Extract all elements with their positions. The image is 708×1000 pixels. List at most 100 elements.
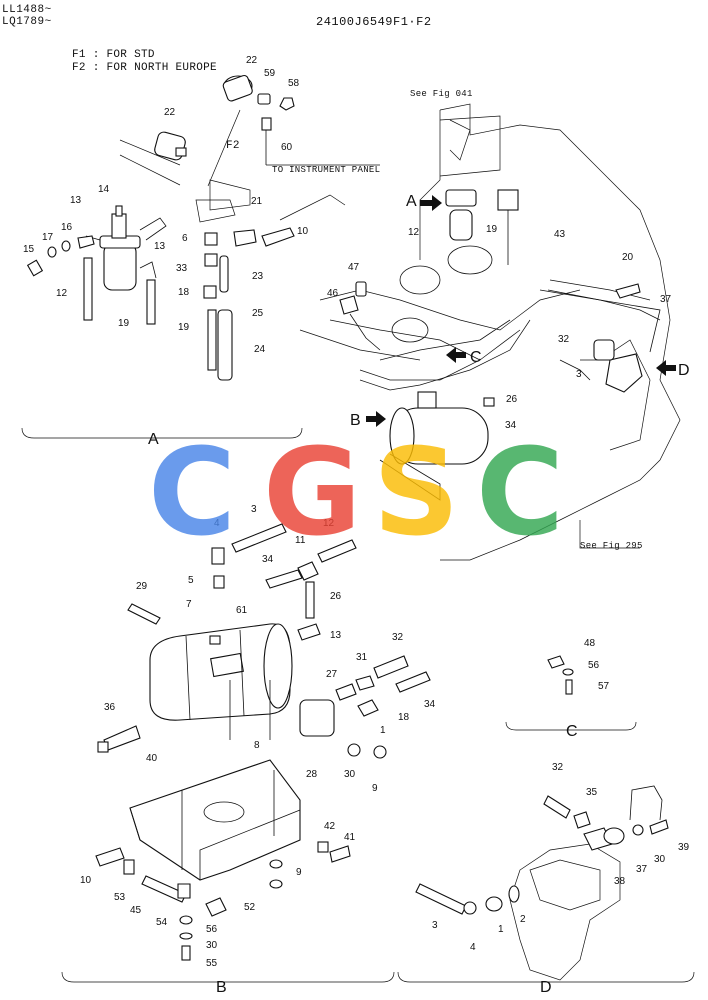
- callout: 16: [61, 222, 73, 233]
- arrow-a: [420, 195, 442, 211]
- bracket-b: [61, 971, 395, 983]
- bracket-c: [505, 721, 637, 731]
- callout: 31: [356, 652, 368, 663]
- section-a-drawing: [26, 74, 380, 381]
- callout: 34: [505, 420, 517, 431]
- callout: 37: [636, 864, 648, 875]
- callout: 1: [380, 725, 386, 736]
- bracket-a: [21, 427, 303, 439]
- callout: 55: [206, 958, 218, 969]
- callout: 32: [552, 762, 564, 773]
- callout: 12: [323, 518, 335, 529]
- pipe-34: [265, 569, 303, 589]
- section-d-label: D: [540, 979, 552, 996]
- figure-code: 24100J6549F1·F2: [316, 15, 432, 29]
- air-tank-engine: [379, 391, 495, 501]
- callout: 54: [156, 917, 168, 928]
- see-fig-top: See Fig 041: [410, 89, 473, 99]
- ref-b-label: B: [350, 412, 361, 429]
- engine-assembly-view: [299, 103, 681, 561]
- callout: 3: [432, 920, 438, 931]
- view-arrows: [366, 195, 676, 427]
- callout: 24: [254, 344, 266, 355]
- callout: 48: [584, 638, 596, 649]
- callout: 39: [678, 842, 690, 853]
- callout: 3: [251, 504, 257, 515]
- callout: 29: [136, 581, 148, 592]
- callout: 26: [506, 394, 518, 405]
- bolt-washers-15-17-16: [26, 235, 95, 277]
- callout: 18: [178, 287, 190, 298]
- air-tank-7: [149, 623, 293, 740]
- callout: 47: [348, 262, 360, 273]
- callout: 53: [114, 892, 126, 903]
- callout: 1: [498, 924, 504, 935]
- pipe-12: [317, 539, 357, 563]
- callout: 37: [660, 294, 672, 305]
- callout: 33: [176, 263, 188, 274]
- callout: 46: [327, 288, 339, 299]
- callout: 20: [622, 252, 634, 263]
- note-f2: F2 : FOR NORTH EUROPE: [72, 62, 217, 74]
- callout: 35: [586, 787, 598, 798]
- callout: 18: [398, 712, 410, 723]
- callout: 22: [246, 55, 258, 66]
- callout: 30: [344, 769, 356, 780]
- callout: 21: [251, 196, 263, 207]
- watermark-letter: C: [148, 424, 236, 563]
- callout: 5: [188, 575, 194, 586]
- callout: 34: [262, 554, 274, 565]
- model-line-1: LL1488~: [2, 4, 52, 16]
- section-c-drawing: [547, 655, 574, 695]
- callout: 28: [306, 769, 318, 780]
- callout: 32: [558, 334, 570, 345]
- callout: 30: [654, 854, 666, 865]
- watermark-cgsc: C G S C: [148, 424, 564, 563]
- callout: 36: [104, 702, 116, 713]
- callout: 10: [80, 875, 92, 886]
- callout: 9: [372, 783, 378, 794]
- watermark-letter: G: [263, 424, 362, 563]
- callout: 2: [520, 914, 526, 925]
- see-fig-bottom: See Fig 295: [580, 541, 643, 551]
- callout: 58: [288, 78, 300, 89]
- callout: 41: [344, 832, 356, 843]
- arrow-b: [366, 411, 386, 427]
- callout: 10: [297, 226, 309, 237]
- callout: 45: [130, 905, 142, 916]
- callout: 26: [330, 591, 342, 602]
- callout: 12: [408, 227, 420, 238]
- callout: 61: [236, 605, 248, 616]
- filter-28: [299, 699, 335, 737]
- callout: 52: [244, 902, 256, 913]
- callout: 42: [324, 821, 336, 832]
- section-a-label: A: [148, 431, 159, 448]
- callout: 57: [598, 681, 610, 692]
- callout: 9: [296, 867, 302, 878]
- callout: 6: [182, 233, 188, 244]
- callout: 56: [206, 924, 218, 935]
- note-f2-tag: F2: [226, 140, 240, 152]
- section-d-drawing: [415, 785, 669, 981]
- callout: 43: [554, 229, 566, 240]
- sender-22-f2: [207, 74, 380, 187]
- callout: 56: [588, 660, 600, 671]
- callout: 22: [164, 107, 176, 118]
- callout: 25: [252, 308, 264, 319]
- section-b-label: B: [216, 979, 227, 996]
- callout: 14: [98, 184, 110, 195]
- model-line-2: LQ1789~: [2, 16, 52, 28]
- callout: 19: [486, 224, 498, 235]
- ref-d-label: D: [678, 362, 690, 379]
- callout: 15: [23, 244, 35, 255]
- fitting-5: [213, 575, 225, 589]
- callout: 4: [470, 942, 476, 953]
- section-c-label: C: [566, 723, 578, 740]
- callout: 19: [178, 322, 190, 333]
- section-b-drawing: [95, 523, 431, 961]
- note-instrument-panel: TO INSTRUMENT PANEL: [272, 165, 381, 175]
- callout: 7: [186, 599, 192, 610]
- callout: 38: [614, 876, 626, 887]
